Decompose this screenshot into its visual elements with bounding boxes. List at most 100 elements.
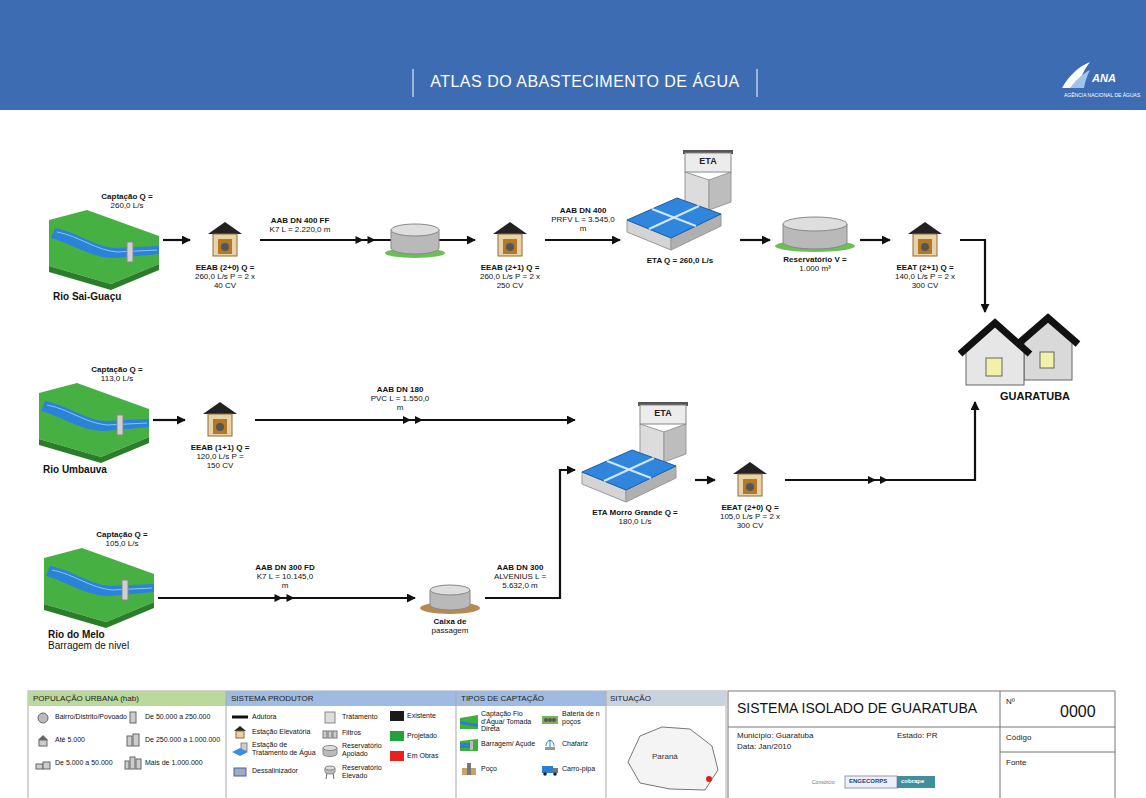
legend-symbol [124,733,142,747]
legend-text: Existente [407,712,436,720]
legend-item: Reservatório Elevado [321,764,385,779]
legend-item: Estação de Tratamento de Água [231,741,319,756]
legend-heading: SISTEMA PRODUTOR [231,694,314,703]
pipeline-line [485,470,575,598]
legend-text: Dessalinizador [252,767,298,775]
sheet-title: SISTEMA ISOLADO DE GUARATUBA [737,700,977,716]
legend-item: De 5.000 a 50.000 [34,756,119,770]
legend-heading: POPULAÇÃO URBANA (hab) [33,694,139,703]
node-label: EEAT (2+1) Q = 140,0 L/s P = 2 x 300 CV [894,263,956,291]
legend-text: Filtros [342,729,361,737]
river-name: Rio Umbauva [35,464,107,475]
pipeline-connector [695,480,715,481]
agency-subtitle: AGÊNCIA NACIONAL DE ÁGUAS [1064,92,1140,98]
city-icon [958,312,1083,387]
pump-station-node: EEAT (2+1) Q = 140,0 L/s P = 2 x 300 CV [890,220,960,291]
junction-box-icon [420,578,480,614]
legend-symbol [460,762,478,776]
intake-node: Captação Q = 260,0 L/sRio Sai-Guaçu [45,192,163,302]
legend-symbol [124,710,142,724]
plant-label: ETA Q = 260,0 L/s [635,256,725,265]
flow-chevron [275,594,283,602]
date: Data: Jan/2010 [737,742,791,751]
state: Estado: PR [897,731,937,740]
legend-item: Até 5.000 [34,733,119,747]
legend-text: Estação de Tratamento de Água [252,741,319,756]
pipeline-line [860,239,890,241]
city-node: GUARATUBA [955,312,1085,402]
node-label: EEAB (2+0) Q = 260,0 L/s P = 2 x 40 CV [194,263,256,291]
treatment-plant-icon [580,400,690,505]
legend-item: Bateria de n poços [541,710,605,725]
agency-name: ANA [1092,72,1116,84]
treatment-plant-icon [625,148,735,253]
map-label: Paraná [652,752,678,761]
company-logo: cobrape [901,778,924,784]
legend-symbol [541,737,559,751]
reservoir-icon [775,212,855,252]
legend-text: Projetado [407,732,437,740]
legend-swatch [390,711,404,721]
source-label: Fonte [1006,758,1026,767]
header-bar [0,0,1146,110]
pump-station-icon [730,460,770,500]
legend-text: Adutora [252,713,277,721]
legend-swatch [390,731,404,741]
legend-text: Poço [481,765,497,773]
legend-frame [28,691,726,798]
legend-item: Reservatório Apoiado [321,742,385,757]
legend-text: Reservatório Elevado [342,764,385,779]
pipeline-line [695,479,715,481]
pipeline-connector [163,240,190,241]
legend-symbol [321,765,339,779]
pipeline-connector [255,416,575,424]
node-label: EEAT (2+0) Q = 105,0 L/s P = 2 x 300 CV [719,503,781,531]
legend-item: De 50.000 a 250.000 [124,710,224,724]
pump-station-icon [905,220,945,260]
legend-symbol [231,764,249,778]
legend-heading: SITUAÇÃO [610,694,651,703]
legend-symbol [124,756,142,770]
flow-chevron [403,416,411,424]
legend-item: Chafariz [541,737,605,751]
legend-item: Bairro/Distrito/Povoado [34,710,124,724]
pipeline-line [163,239,190,241]
node-label: EEAB (1+1) Q = 120,0 L/s P = 150 CV [189,443,251,471]
legend-text: Tratamento [342,713,378,721]
pump-station-icon [205,220,245,260]
legend-item: Existente [390,711,452,721]
legend-text: Até 5.000 [55,736,85,744]
flow-chevron [368,236,376,244]
node-label: EEAB (2+1) Q = 260,0 L/s P = 2 x 250 CV [479,263,541,291]
intake-node: Captação Q = 105,0 L/sRio do MeloBarrage… [40,530,158,651]
legend-text: De 250.000 a 1.000.000 [145,736,220,744]
legend-symbol [231,742,249,756]
legend-item: Mais de 1.000.000 [124,756,224,770]
legend-symbol [321,710,339,724]
legend-symbol [460,715,478,729]
legend-symbol [541,762,559,776]
legend-item: Adutora [231,710,319,724]
plant-tag: ETA [683,156,733,166]
reservoir-node: Reservatório V = 1.000 m³ [770,212,860,273]
pipe-label: AAB DN 300 FD K7 L = 10.145,0 m [253,563,317,591]
legend-text: Mais de 1.000.000 [145,759,203,767]
pump-station-icon [490,220,530,260]
pipeline-connector [545,240,620,241]
pipeline-connector [960,240,985,312]
state-map [628,727,718,790]
flow-chevron [287,594,295,602]
legend-text: De 50.000 a 250.000 [145,713,210,721]
flow-chevron [880,476,888,484]
plant-tag: ETA [638,408,688,418]
intake-icon [49,210,159,290]
pipeline-line [545,239,620,241]
legend-item: Dessalinizador [231,764,319,778]
treatment-plant-figure: ETA [580,400,690,505]
intake-node: Captação Q = 113,0 L/sRio Umbauva [35,365,153,475]
legend-text: Captação Fio d'Água/ Tomada Direta [481,710,540,733]
treatment-plant-figure: ETA [625,148,735,253]
legend-text: Reservatório Apoiado [342,742,385,757]
code-label: Código [1006,733,1031,742]
